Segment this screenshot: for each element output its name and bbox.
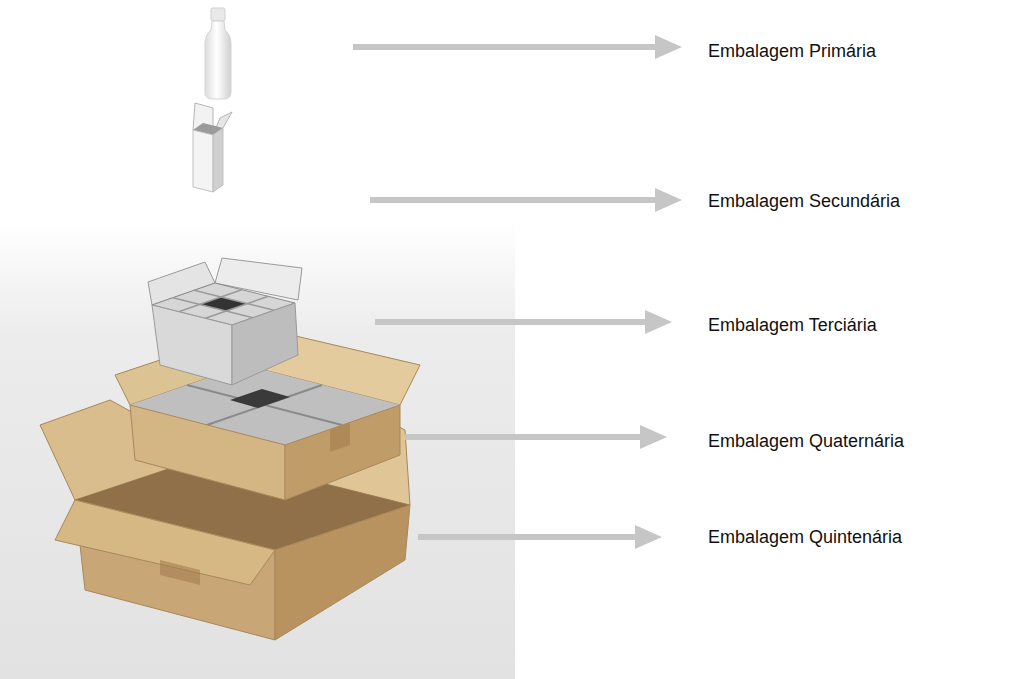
- pointer-arrows: [353, 35, 682, 549]
- pointer-arrow: [405, 425, 667, 449]
- box-flap: [55, 500, 275, 585]
- box-face: [285, 405, 400, 500]
- level-label: Embalagem Terciária: [708, 314, 1018, 336]
- level-label: Embalagem Quaternária: [708, 430, 1018, 452]
- box-face: [232, 303, 298, 385]
- bottle-cap: [211, 8, 225, 21]
- carton-face: [193, 130, 213, 192]
- pointer-arrow: [353, 35, 682, 59]
- tape-strip: [330, 423, 350, 452]
- carton-face: [213, 128, 223, 192]
- level-label: Embalagem Primária: [708, 40, 1018, 62]
- box-face: [152, 305, 232, 385]
- tertiary-box: [148, 258, 302, 385]
- divider: [194, 290, 274, 310]
- pointer-arrow: [418, 525, 662, 549]
- level-label: Embalagem Quintenária: [708, 526, 1018, 548]
- backdrop: [0, 220, 515, 679]
- pointer-arrow: [375, 310, 672, 334]
- empty-cell: [200, 297, 248, 311]
- box-face: [130, 405, 285, 500]
- divider: [205, 296, 268, 318]
- level-label: Embalagem Secundária: [708, 190, 1018, 212]
- empty-cell: [230, 389, 290, 408]
- primary-bottle: [205, 8, 231, 99]
- bottle-body: [205, 21, 231, 99]
- secondary-carton: [193, 103, 232, 192]
- pointer-arrow: [370, 188, 682, 212]
- tape-strip: [160, 560, 200, 585]
- divider: [187, 385, 342, 425]
- divider: [207, 385, 322, 425]
- box-face: [275, 505, 410, 640]
